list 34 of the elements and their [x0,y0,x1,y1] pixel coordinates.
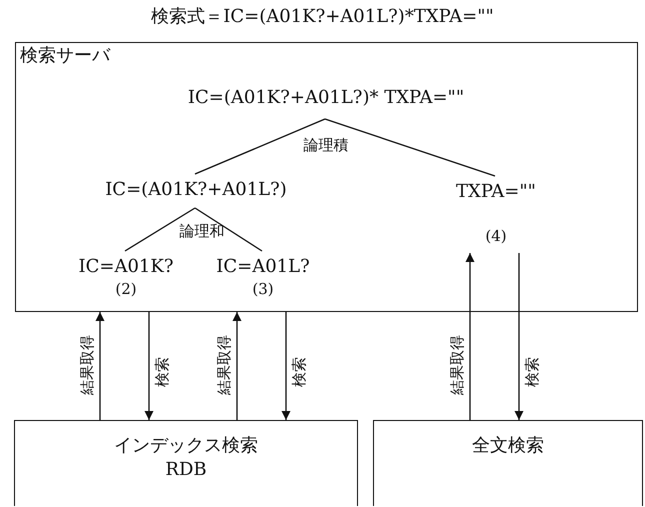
box-subheading: RDB [164,459,208,481]
step-number: (3) [251,280,275,298]
arrow [232,312,242,420]
edge-label: 結果取得 [78,335,96,395]
tree-line [324,118,496,177]
edge-label: 検索 [290,357,308,387]
frame-title: 検索サーバ [20,45,110,67]
tree-line [124,207,196,252]
expression-text: IC=A01L? [215,256,311,278]
diagram-title: 検索式＝IC=(A01K?+A01L?)*TXPA="" [150,6,495,28]
tree-line [194,207,262,252]
box-heading: インデックス検索 [113,435,259,457]
operator-label: 論理和 [180,222,224,240]
step-number: (4) [484,227,508,245]
arrow [96,312,104,420]
edge-label: 検索 [523,357,541,387]
expression-text: TXPA="" [455,181,537,203]
expression-text: IC=(A01K?+A01L?) [104,179,288,201]
edge-label: 結果取得 [448,335,466,395]
edge-label: 結果取得 [215,335,233,395]
edge-label: 検索 [153,357,171,387]
process-box [14,420,358,506]
box-heading: 全文検索 [471,435,545,457]
step-number: (2) [114,280,138,298]
expression-text: IC=A01K? [78,256,174,278]
arrow [144,312,154,420]
expression-text: IC=(A01K?+A01L?)* TXPA="" [186,87,466,109]
arrow [282,312,290,420]
arrow [466,253,474,420]
operator-label: 論理積 [304,136,348,154]
server-frame [15,42,638,312]
tree-line [194,118,326,175]
arrow [514,253,524,420]
process-box [373,420,643,506]
